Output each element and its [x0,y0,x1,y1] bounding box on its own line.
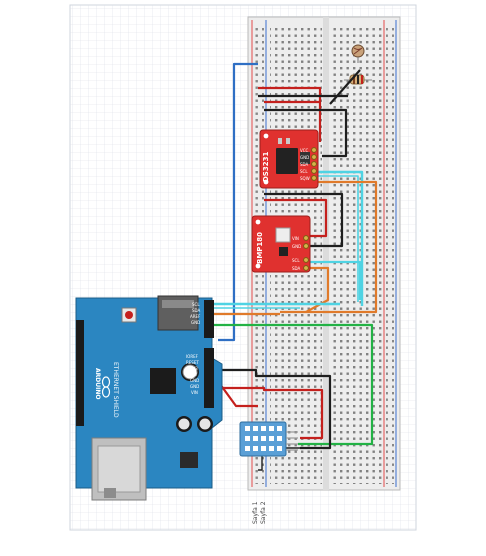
wire-orange-rtc [280,180,378,314]
wire-green-data [80,323,374,446]
bmp-module: BMP180 VIN GND SCL SDA [251,215,311,273]
wire-black-bmp [264,192,344,248]
wire-red-diag [219,383,258,408]
arduino-brand: ARDUINO [94,368,101,399]
rtc-pin-label-4: SCL [300,169,308,174]
page-tab-1[interactable]: Sayfa 1 [252,501,259,524]
header-pin-label-aref: AREF [190,314,201,319]
header-pin-label-vin: VIN [191,390,198,395]
arduino-ethernet-shield: ETHERNET SHIELD ARDUINO SCL SDA AREF GND… [75,295,223,501]
bmp-pin-headers [303,235,309,271]
dht-sensor [239,421,298,457]
wire-red-5v [220,386,324,440]
rtc-label: DS3231 [262,152,270,182]
rtc-pin-label-2: GND [300,155,309,160]
wire-orange-bmp [305,266,330,313]
wires [80,62,378,471]
arduino-infinity-logo [101,376,111,398]
wire-blue-vcc [218,62,258,342]
header-pin-label-ioref: IOREF [186,354,199,359]
bmp-pin-label-4: SDA [292,266,301,271]
rtc-pin-label-3: SDA [300,162,309,167]
wire-cyan-bmp [310,260,362,300]
wire-black-rtc [264,108,348,158]
rtc-pin-headers [311,147,317,181]
photoresistor [351,44,365,63]
header-pin-label-sda: SDA [192,308,201,313]
wire-red-bmp [264,198,328,238]
page-tab-2[interactable]: Sayfa 2 [260,501,267,524]
header-pin-label-gnd-2: GND [190,378,199,383]
wire-cyan-rtc [318,170,364,306]
header-pin-label-gnd: GND [191,320,200,325]
rtc-pin-label-1: VCC [300,148,309,153]
wire-cyan-rtc-2 [318,175,359,302]
rtc-module: DS3231 VCC GND SDA SCL SQW [259,129,319,189]
header-pin-label-5v: 5V [192,372,198,377]
shield-label: ETHERNET SHIELD [112,362,119,418]
bmp-pin-label-3: SCL [292,258,300,263]
header-pin-label-3v3: 3V3 [190,366,198,371]
wire-black-gnd [218,368,332,450]
wire-red-top [258,86,322,142]
rtc-pin-label-5: SQW [300,176,310,181]
bmp-label: BMP180 [256,232,264,264]
header-pin-label-scl: SCL [192,302,200,307]
bmp-pin-label-1: VIN [292,236,299,241]
header-pin-label-reset: RESET [186,360,199,365]
wire-black-diag [329,69,361,105]
header-pin-label-gnd-3: GND [190,384,199,389]
bmp-pin-label-2: GND [292,244,301,249]
